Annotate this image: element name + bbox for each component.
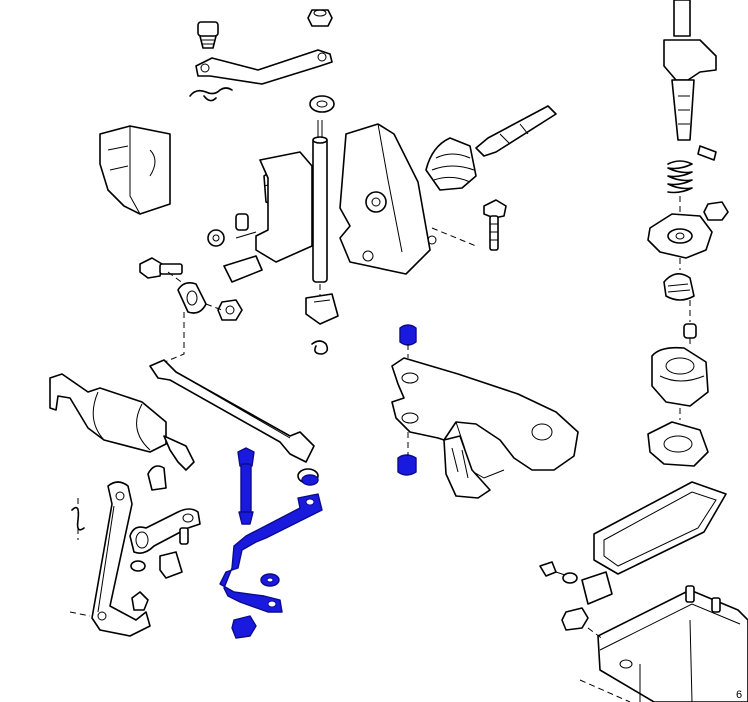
lever-seat xyxy=(647,213,713,259)
leader-line-housing xyxy=(431,227,477,247)
socket-housing xyxy=(651,346,709,407)
upper-bolt xyxy=(197,21,219,49)
shift-housing xyxy=(339,123,437,275)
highlighted-bushing-top xyxy=(399,324,417,346)
cap-nut-lower xyxy=(147,465,167,491)
leader-line-right xyxy=(679,196,691,420)
base-washer xyxy=(562,572,578,584)
lever-clip xyxy=(71,506,85,531)
tie-arm xyxy=(129,508,201,554)
coil-spring xyxy=(667,160,693,194)
base-housing xyxy=(597,585,748,702)
side-bolt xyxy=(139,257,183,279)
base-gasket xyxy=(593,481,727,575)
control-rod xyxy=(149,359,315,463)
highlighted-bellcrank-lever xyxy=(219,493,323,613)
lever-pin-right xyxy=(697,145,717,161)
upper-link-rod xyxy=(195,49,333,85)
lever-pin-small xyxy=(131,591,149,611)
highlighted-washer-upper xyxy=(301,474,319,486)
small-pin xyxy=(235,213,249,231)
pin-stub xyxy=(179,527,189,545)
base-nut xyxy=(561,607,589,631)
lower-shaft-clip xyxy=(311,340,329,355)
small-collar xyxy=(159,551,183,579)
highlighted-bushing-bottom xyxy=(397,454,417,476)
corner-text: 6 xyxy=(736,689,742,701)
spacer-sleeve xyxy=(223,255,263,283)
small-nut-left xyxy=(217,299,243,321)
small-ferrule xyxy=(683,323,697,339)
tiny-washer xyxy=(130,560,146,572)
leader-line-base xyxy=(579,627,631,702)
retaining-clip xyxy=(189,87,233,102)
small-nut-right xyxy=(703,201,729,221)
lower-lever xyxy=(91,481,151,637)
selector-shaft xyxy=(312,120,328,283)
base-clip xyxy=(581,571,613,605)
mounting-bracket xyxy=(99,125,171,215)
leader-line-left xyxy=(159,271,223,365)
damper-weight xyxy=(49,373,195,471)
small-bushing-left xyxy=(207,229,225,247)
housing-bolt xyxy=(483,199,507,251)
highlighted-nut-bottom xyxy=(231,615,257,639)
highlighted-bolt xyxy=(237,447,255,525)
gasket-small xyxy=(647,421,709,467)
link-bushing xyxy=(177,282,207,314)
center-bracket xyxy=(235,151,313,263)
shift-lever-rod xyxy=(663,0,717,141)
upper-nut xyxy=(307,9,333,27)
shaft-washer-top xyxy=(309,95,335,113)
lower-shaft-bushing xyxy=(305,293,339,325)
highlighted-washer-lower xyxy=(260,573,280,587)
ball-joint xyxy=(663,273,695,301)
bellcrank-bracket xyxy=(391,357,579,499)
rubber-boot xyxy=(425,137,477,191)
shift-cable xyxy=(475,105,557,157)
leader-line-lever xyxy=(69,498,91,617)
